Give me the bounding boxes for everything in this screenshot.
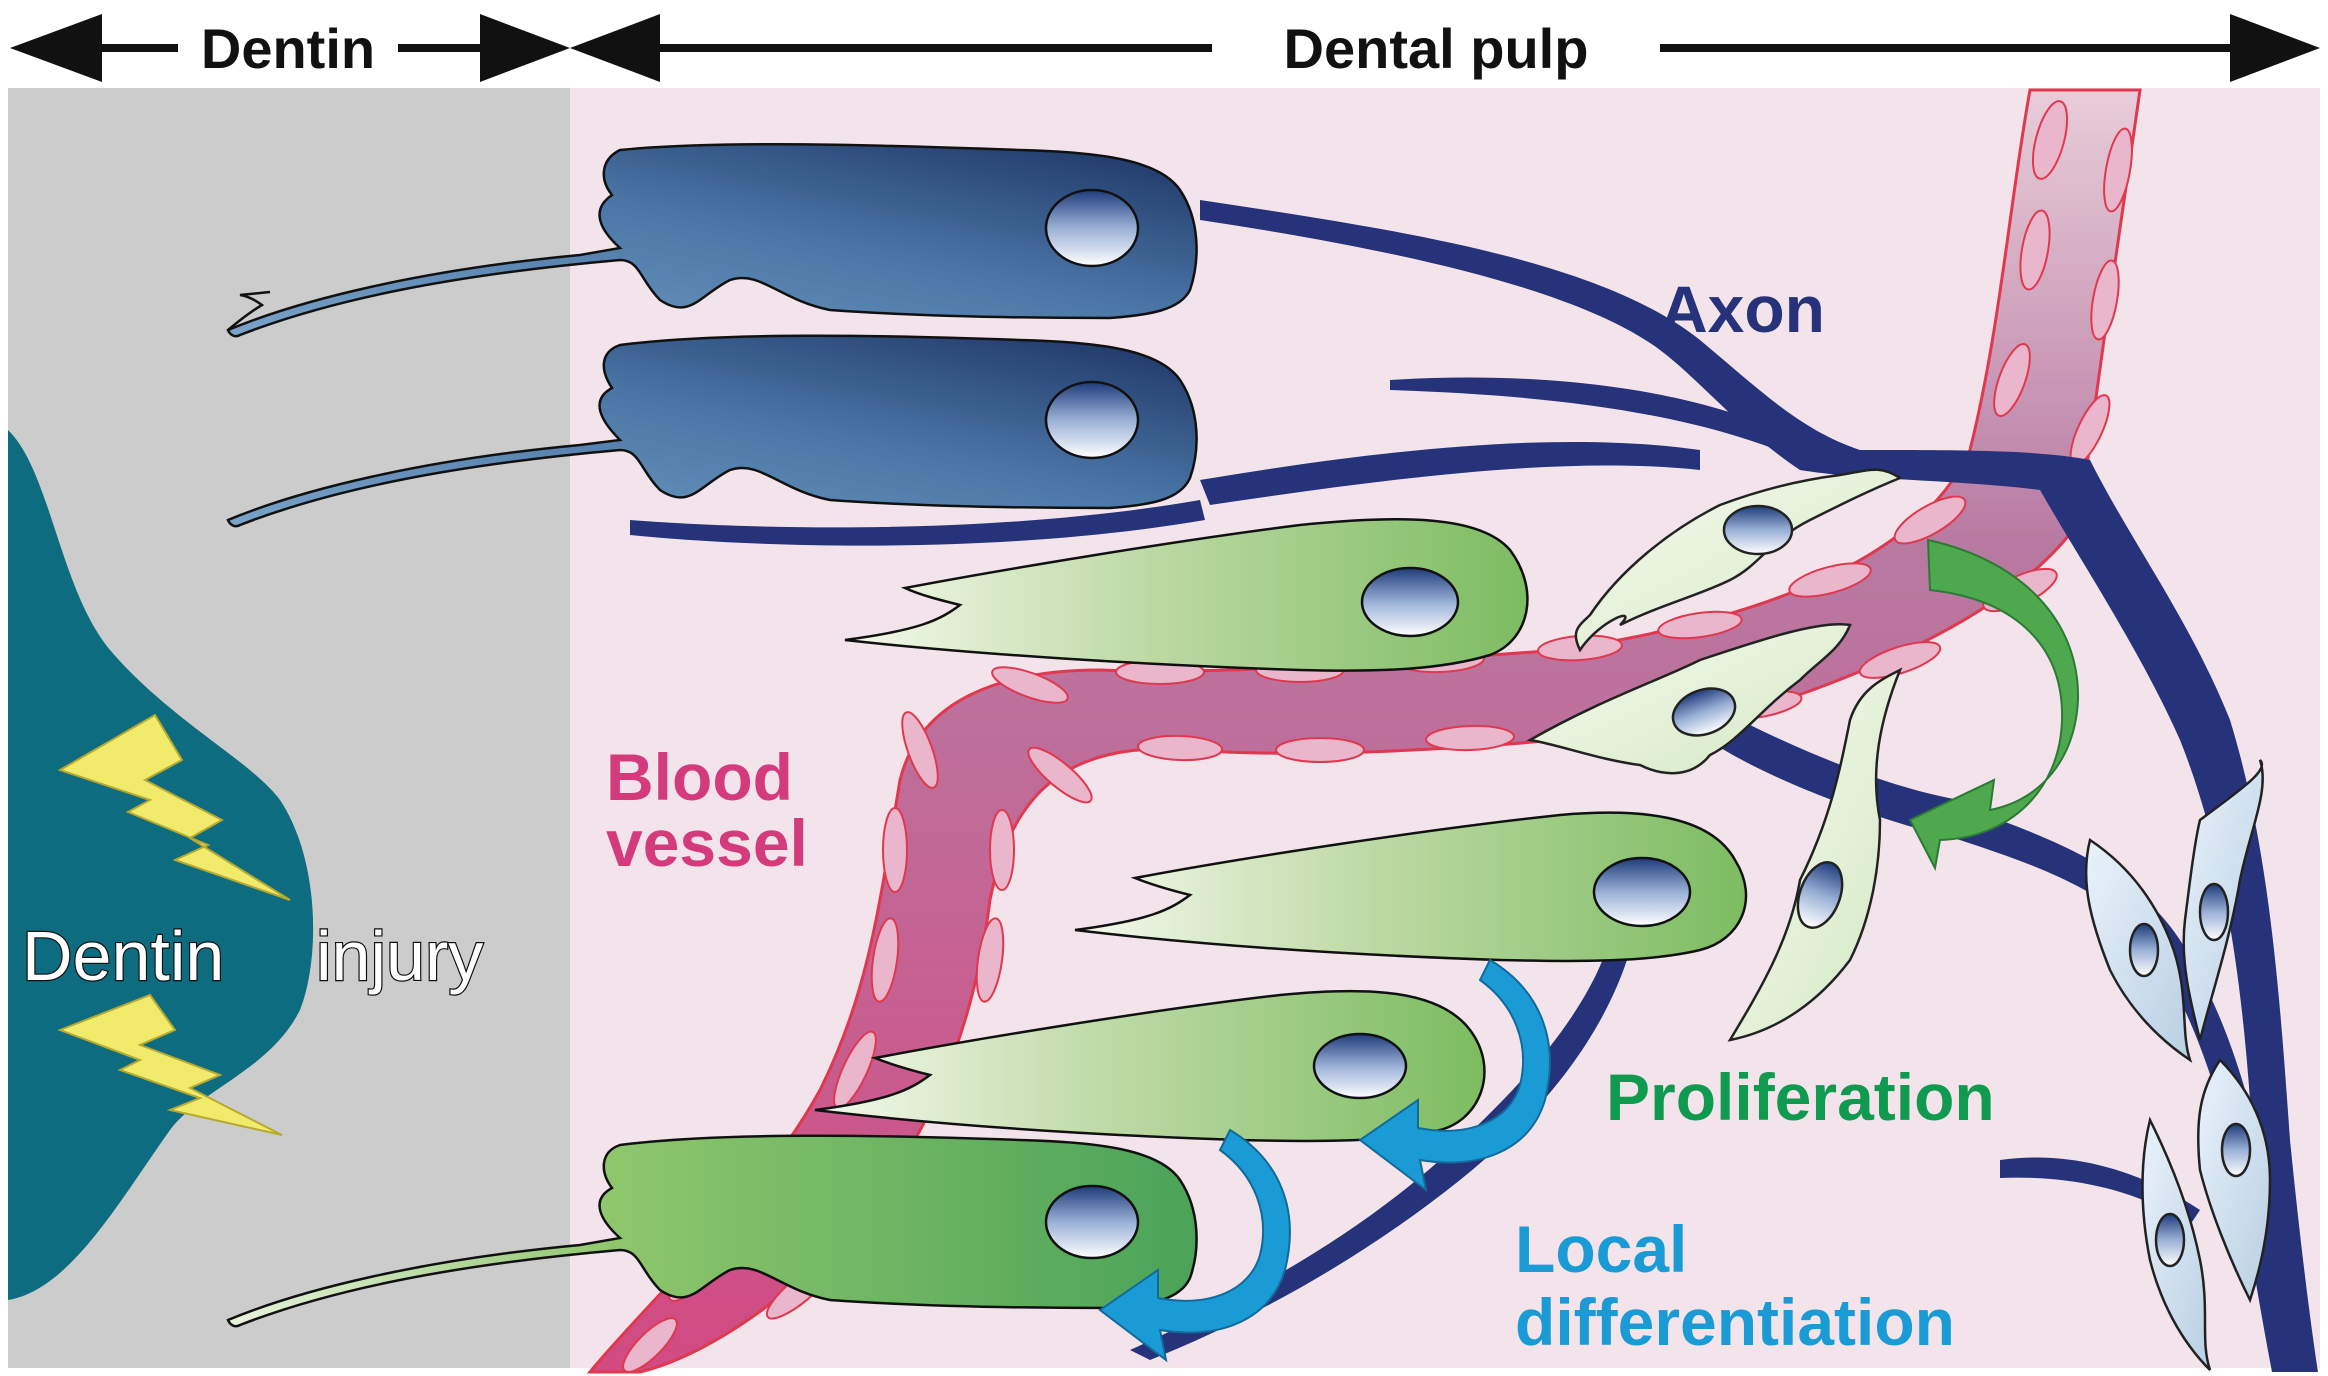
pulp-extent-arrow	[570, 14, 2320, 82]
axon-label: Axon	[1660, 272, 1825, 346]
progenitor-cell-3	[814, 989, 1486, 1143]
progenitor-cell-1	[844, 518, 1529, 672]
differentiation-arrow-2	[1098, 1128, 1291, 1363]
lightning-icon	[57, 713, 291, 1136]
local-differentiation-label-line2: differentiation	[1515, 1285, 1955, 1359]
dentin-extent-arrow	[10, 14, 570, 82]
odontoblast-cell-1	[226, 142, 1198, 338]
dentin-injury-label-line1: Dentin	[22, 917, 224, 995]
differentiation-arrow-1	[1358, 958, 1551, 1193]
dentin-injury-zone	[8, 430, 314, 1300]
local-differentiation-label-line1: Local	[1515, 1212, 1687, 1286]
blood-vessel-label-line2: vessel	[606, 806, 808, 880]
proliferation-arrow	[1908, 538, 2080, 872]
perivascular-cells	[2084, 759, 2272, 1371]
proliferating-cells	[1526, 468, 1903, 1042]
pulp-header-label: Dental pulp	[1284, 17, 1589, 80]
blood-vessel-label-line1: Blood	[606, 740, 793, 814]
progenitor-cell-2	[1074, 811, 1748, 963]
odontoblast-cell-2	[226, 334, 1198, 528]
proliferation-label: Proliferation	[1606, 1060, 1995, 1134]
new-odontoblast-cell	[226, 1134, 1198, 1328]
dentin-header-label: Dentin	[201, 17, 375, 80]
dentin-injury-label-line2: injury	[316, 917, 483, 995]
